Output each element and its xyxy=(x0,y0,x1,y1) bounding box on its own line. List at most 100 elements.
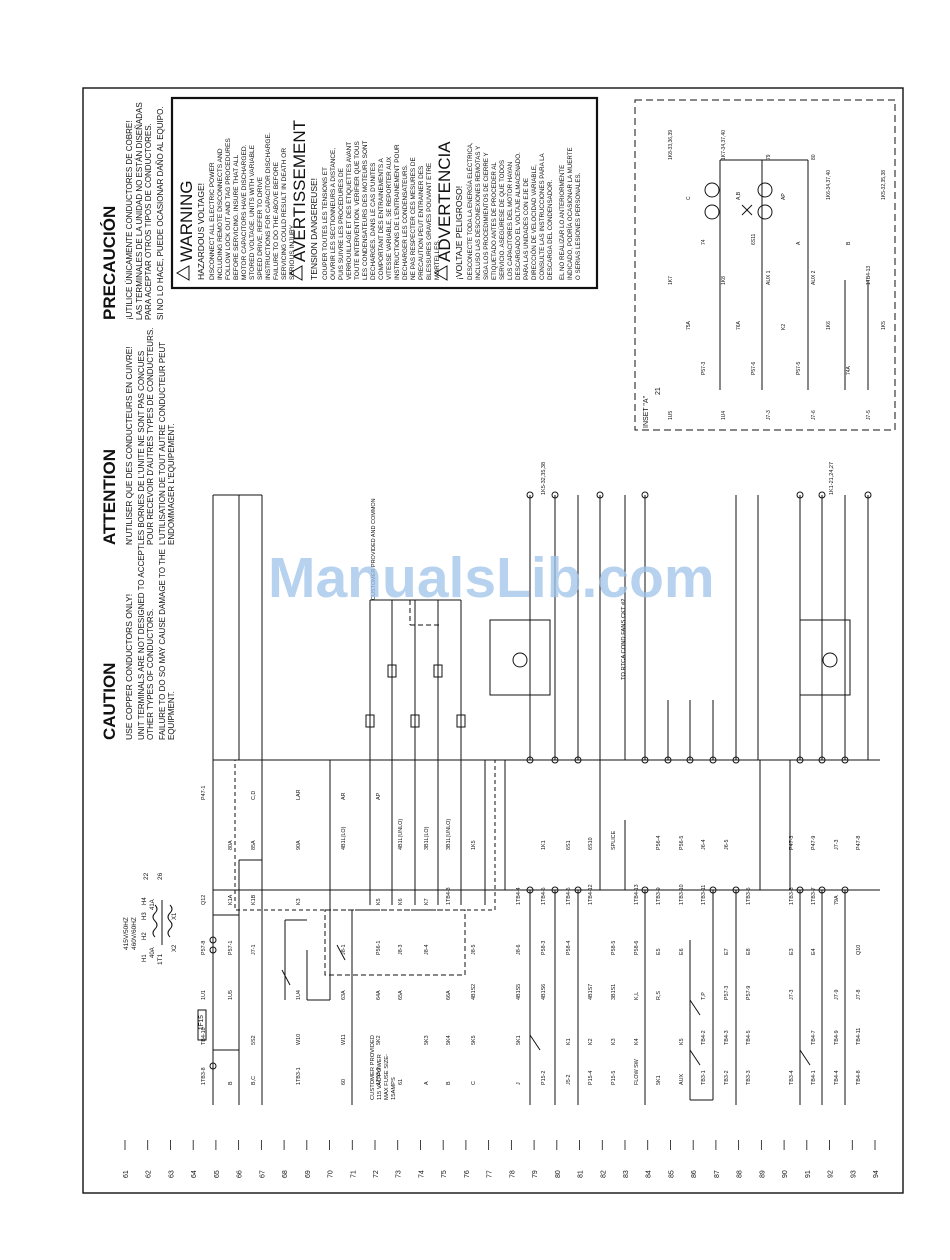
rung-label: 63A xyxy=(341,990,347,1000)
rung-label: TB3-2 xyxy=(724,1070,730,1085)
rung-label: TB4-3 xyxy=(724,1030,730,1045)
rung-label: P47-3 xyxy=(789,836,795,850)
rung-label: LAR xyxy=(296,789,302,800)
inset-label: 1K8-33,36,39 xyxy=(668,130,674,160)
rung-label: J7-8 xyxy=(856,990,862,1001)
transformer-terminal-h1: H1 xyxy=(142,954,148,962)
rung-label: 65A xyxy=(398,990,404,1000)
line-number: 91 xyxy=(805,1170,812,1178)
advertencia-subtitle: ¡VOLTAJE PELIGROSO! xyxy=(454,186,464,280)
line-number: 61 xyxy=(123,1170,130,1178)
rung-label: TB4-7 xyxy=(811,1030,817,1045)
attention-line-3: POUR RECEVOIR D'AUTRES TYPES DE CONDUCTE… xyxy=(146,328,155,545)
line-number: 75 xyxy=(441,1170,448,1178)
rung-label: P58-6 xyxy=(634,941,640,955)
rung-label: 3B1L(UNLO) xyxy=(446,819,452,850)
rung-label: 4B1S2 xyxy=(471,984,477,1000)
rung-label: 5K4 xyxy=(446,1035,452,1045)
avertissement-notice: AVERTISSEMENT TENSION DANGEREUSE! COUPER… xyxy=(289,120,441,281)
rung-label: B xyxy=(446,1081,452,1085)
rung-label: J7-9 xyxy=(834,990,840,1001)
warning-line: STORED VOLTAGE. UNITS WITH VARIABLE xyxy=(249,144,256,280)
rung-label: TB3-4 xyxy=(789,1070,795,1085)
rung-label: E7 xyxy=(724,948,730,955)
advertencia-line: DESCARGADO EL VOLTAJE ALMACENADO. xyxy=(515,152,522,280)
rung-label: P15-4 xyxy=(588,1071,594,1085)
transformer-id: 1T1 xyxy=(157,953,164,965)
precaucion-line-1: ¡UTILICE ÚNICAMENTE CONDUCTORES DE COBRE… xyxy=(125,121,134,320)
rung-label: 1K1 xyxy=(541,840,547,850)
rung-label: P57-1 xyxy=(228,941,234,955)
attention-line-1: N'UTILISER QUE DES CONDUCTEURS EN CUIVRE… xyxy=(125,346,134,545)
rung-label: AUX xyxy=(679,1074,685,1085)
rung-label: 5K1 xyxy=(516,1035,522,1045)
line-number-ticks xyxy=(124,1140,876,1150)
transformer-ref-26: 26 xyxy=(157,872,164,880)
customer-note-3: MAX FUSE SIZE- xyxy=(384,1054,390,1100)
rung-label: P57-3 xyxy=(724,986,730,1000)
avertissement-title: AVERTISSEMENT xyxy=(290,120,309,262)
line-number: 70 xyxy=(328,1170,335,1178)
inset-label: B xyxy=(846,241,852,245)
line-number: 71 xyxy=(350,1170,357,1178)
advertencia-title: ADVERTENCIA xyxy=(435,141,454,262)
advertencia-line: ETIQUETADO ANTES DE PROCEDER AL xyxy=(491,162,498,280)
avertissement-line: OUVRIR LES SECTIONNEURS A DISTANCE, xyxy=(330,148,337,280)
line-number: 84 xyxy=(646,1170,653,1178)
rung-label: 1TB3-8 xyxy=(201,1067,207,1085)
rung-label: C,D xyxy=(251,791,257,800)
rung-label: B,C xyxy=(251,1076,257,1085)
rung-label: P56-4 xyxy=(656,836,662,850)
rung-label: TB3-3 xyxy=(746,1070,752,1085)
inset-label: J7-6 xyxy=(811,410,817,420)
rung-label: TB4-11 xyxy=(856,1028,862,1045)
avertissement-line: VERROUILLAGE ET DES ETIQUETTES AVANT xyxy=(346,142,353,280)
rung-label: E4 xyxy=(811,948,817,955)
rung-label: B xyxy=(228,1081,234,1085)
avertissement-line: LES CONDENSATEURS DES MOTEURS SONT xyxy=(362,140,369,280)
warning-line: SERVICING COULD RESULT IN DEATH OR xyxy=(281,148,288,280)
line-number: 62 xyxy=(146,1170,153,1178)
line-number: 94 xyxy=(873,1170,880,1178)
rung-label: J8-5 xyxy=(471,945,477,956)
line-number: 73 xyxy=(396,1170,403,1178)
rung-label: 1TB4-3 xyxy=(446,887,452,905)
inset-a-ref: 21 xyxy=(655,387,662,395)
rung-label: P15-2 xyxy=(541,1071,547,1085)
inset-label: P57-5 xyxy=(796,361,802,375)
rung-label: W11 xyxy=(341,1034,347,1045)
rung-label: 79A xyxy=(834,895,840,905)
rung-label: P58-3 xyxy=(541,941,547,955)
inset-label: 74 xyxy=(701,239,707,245)
caution-notice: CAUTION USE COPPER CONDUCTORS ONLY! UNIT… xyxy=(100,545,176,740)
advertencia-notice: ADVERTENCIA ¡VOLTAJE PELIGROSO! DESCONEC… xyxy=(434,141,582,281)
rung-label: J7-3 xyxy=(789,990,795,1001)
inset-label: 1U5 xyxy=(668,411,674,420)
inset-label: 1K5 xyxy=(881,321,887,330)
rung-label: T,P xyxy=(701,992,707,1000)
inset-label: A xyxy=(796,241,802,245)
advertencia-line: O SERIAS LESIONES PERSONALES. xyxy=(575,172,582,280)
diagram-notes: CUSTOMER PROVIDED AND COMMON TO RTCA CON… xyxy=(371,462,835,680)
avertissement-line: DECHARGER LES CONDENSATEURS. xyxy=(402,164,409,280)
line-number: 85 xyxy=(668,1170,675,1178)
inset-label: C xyxy=(686,196,692,200)
rung-label: R,S xyxy=(656,991,662,1000)
inset-label: 6S11 xyxy=(751,233,757,245)
rung-label: 1U1 xyxy=(201,990,207,1000)
avertissement-line: VITESSE VARIABLE, SE REPORTER AUX xyxy=(386,156,393,280)
rung-label: P47-9 xyxy=(811,836,817,850)
inset-label: 1U4 xyxy=(721,411,727,420)
avertissement-line: DECHARGES. DANS LE CAS D'UNITES xyxy=(370,163,377,280)
rung-label: AP xyxy=(376,792,382,800)
rung-label: K4 xyxy=(634,1038,640,1045)
rung-label: P57-9 xyxy=(746,986,752,1000)
transformer-wire-41a: 41A xyxy=(150,899,156,910)
rung-label: 1TB3-6 xyxy=(789,887,795,905)
rung-label: 1TB4-5 xyxy=(541,887,547,905)
caution-line-5: EQUIPMENT. xyxy=(167,691,176,740)
rung-label: K,L xyxy=(634,992,640,1000)
rung-label: 66A xyxy=(446,990,452,1000)
line-number: 66 xyxy=(237,1170,244,1178)
